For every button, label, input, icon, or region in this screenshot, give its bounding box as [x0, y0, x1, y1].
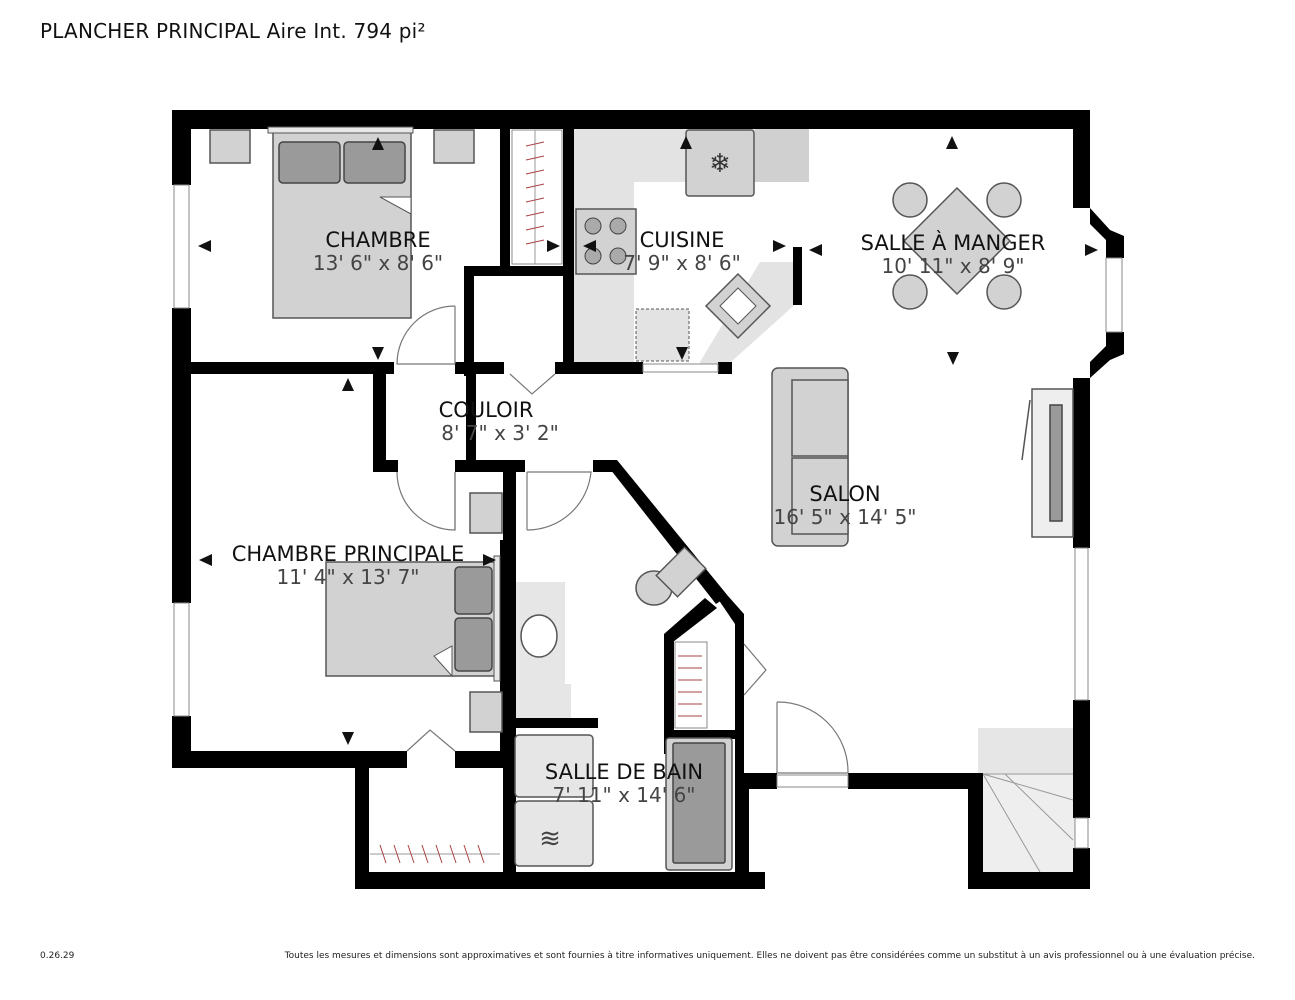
- room-name-salle-de-bain: SALLE DE BAIN: [545, 760, 703, 784]
- viewpoint-arrows: [198, 136, 1098, 745]
- storage-closet-rod: [370, 844, 500, 864]
- room-dims-salon: 16' 5" x 14' 5": [773, 505, 916, 529]
- room-dims-cuisine: 7' 9" x 8' 6": [623, 251, 741, 275]
- stove: [575, 208, 637, 275]
- floor-title: PLANCHER PRINCIPAL Aire Int. 794 pi²: [40, 19, 426, 43]
- master-bed: [325, 555, 501, 682]
- room-name-chambre-principale: CHAMBRE PRINCIPALE: [232, 542, 465, 566]
- version-label: 0.26.29: [40, 951, 75, 961]
- room-dims-chambre: 13' 6" x 8' 6": [313, 251, 443, 275]
- svg-text:❄: ❄: [709, 149, 731, 179]
- room-name-salon: SALON: [809, 482, 880, 506]
- room-name-chambre: CHAMBRE: [325, 228, 430, 252]
- kitchen-sink: [704, 272, 772, 340]
- room-dims-chambre-principale: 11' 4" x 13' 7": [276, 565, 419, 589]
- chambre-bed: [267, 126, 414, 319]
- linen-closet: [674, 641, 708, 729]
- doors: [396, 305, 849, 774]
- disclaimer-text: Toutes les mesures et dimensions sont ap…: [284, 951, 1255, 961]
- washer-dryer: ≋: [514, 734, 594, 867]
- nightstands: [209, 129, 475, 164]
- room-name-cuisine: CUISINE: [640, 228, 725, 252]
- dishwasher: [635, 308, 690, 362]
- refrigerator: ❄: [685, 129, 755, 197]
- bathroom-sink: [520, 614, 558, 658]
- toilet: [635, 546, 707, 606]
- walls: [172, 110, 1124, 889]
- room-dims-salle-de-bain: 7' 11" x 14' 6": [552, 783, 695, 807]
- room-dims-couloir: 8' 7" x 3' 2": [441, 421, 559, 445]
- closet-rod: [511, 129, 563, 265]
- room-name-couloir: COULOIR: [439, 398, 534, 422]
- svg-text:≋: ≋: [539, 824, 561, 854]
- room-name-salle-a-manger: SALLE À MANGER: [861, 230, 1046, 255]
- sofa: [771, 367, 849, 547]
- entry-stairs-area: [978, 728, 1075, 872]
- tv-unit: [1021, 388, 1074, 538]
- master-nightstands: [469, 492, 503, 733]
- staircase: [982, 773, 1074, 873]
- windows: [173, 184, 1123, 849]
- dining-table: [892, 182, 1022, 310]
- room-dims-salle-a-manger: 10' 11" x 8' 9": [881, 254, 1024, 278]
- bathtub: [665, 737, 733, 871]
